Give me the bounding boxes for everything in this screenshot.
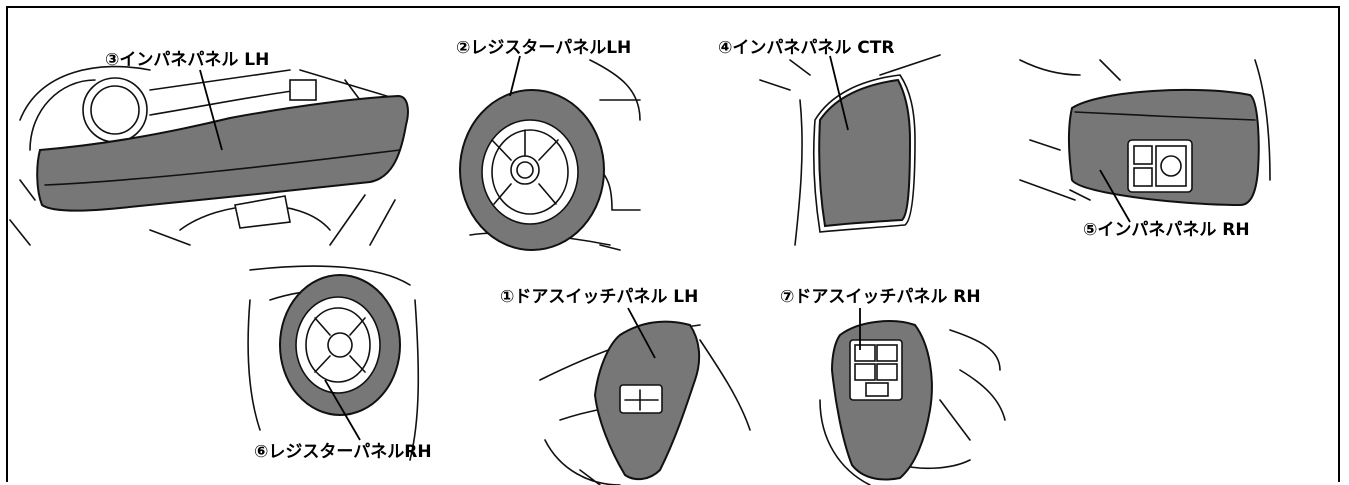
register-panel-rh-drawing bbox=[247, 265, 420, 461]
label-instrument-panel-lh: ③インパネパネル LH bbox=[105, 50, 270, 70]
label-register-panel-rh: ⑥レジスターパネルRH bbox=[254, 442, 432, 462]
door-switch-panel-rh-drawing bbox=[819, 308, 1006, 485]
label-instrument-panel-ctr: ④インパネパネル CTR bbox=[718, 38, 895, 58]
instrument-panel-lh-drawing bbox=[9, 65, 409, 246]
label-instrument-panel-rh: ⑤インパネパネル RH bbox=[1083, 220, 1250, 240]
door-switch-panel-lh-drawing bbox=[539, 307, 751, 485]
instrument-panel-ctr-drawing bbox=[759, 54, 941, 246]
label-register-panel-lh: ②レジスターパネルLH bbox=[456, 38, 632, 58]
instrument-panel-rh-drawing bbox=[1019, 59, 1271, 223]
register-panel-lh-drawing bbox=[459, 55, 641, 251]
diagram-frame bbox=[6, 6, 1340, 482]
label-door-switch-panel-rh: ⑦ドアスイッチパネル RH bbox=[780, 287, 981, 307]
label-door-switch-panel-lh: ①ドアスイッチパネル LH bbox=[500, 287, 699, 307]
